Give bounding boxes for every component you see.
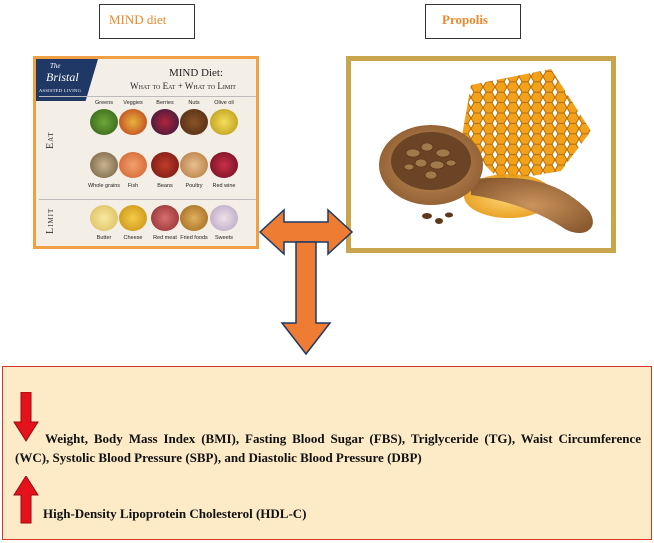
food-image-beans bbox=[151, 152, 179, 178]
down-arrow-icon bbox=[13, 392, 39, 442]
limit-section-label: Limit bbox=[45, 207, 56, 234]
food-label: Nuts bbox=[188, 100, 200, 106]
increased-outcomes-text: High-Density Lipoprotein Cholesterol (HD… bbox=[43, 506, 307, 521]
food-image-veggies bbox=[119, 109, 147, 135]
divider bbox=[39, 199, 256, 200]
food-image-berries bbox=[151, 109, 179, 135]
food-label: Cheese bbox=[123, 235, 143, 241]
food-label: Olive oil bbox=[214, 100, 234, 106]
food-image-olive-oil bbox=[210, 109, 238, 135]
food-label: Veggies bbox=[123, 100, 143, 106]
mind-diet-label: MIND diet bbox=[109, 12, 167, 27]
propolis-label-box: Propolis bbox=[425, 4, 521, 39]
divider bbox=[39, 96, 256, 97]
food-image-sweets bbox=[210, 205, 238, 231]
food-image-fish bbox=[119, 152, 147, 178]
mind-diet-title: MIND Diet: bbox=[168, 67, 224, 79]
down-arrow-connector-icon bbox=[280, 241, 332, 356]
propolis-label: Propolis bbox=[442, 12, 488, 27]
food-label: Red wine bbox=[212, 183, 236, 189]
food-label: Fried foods bbox=[180, 235, 208, 241]
food-image-cheese bbox=[119, 205, 147, 231]
food-label: Poultry bbox=[185, 183, 203, 189]
decreased-outcomes-text: Weight, Body Mass Index (BMI), Fasting B… bbox=[15, 431, 641, 465]
mind-diet-label-box: MIND diet bbox=[99, 4, 195, 39]
food-image-greens bbox=[90, 109, 118, 135]
food-label: Sweets bbox=[214, 235, 234, 241]
food-image-nuts bbox=[180, 109, 208, 135]
food-image-whole-grains bbox=[90, 152, 118, 178]
food-label: Berries bbox=[156, 100, 174, 106]
food-image-red-wine bbox=[210, 152, 238, 178]
outcomes-panel: Weight, Body Mass Index (BMI), Fasting B… bbox=[2, 366, 652, 540]
food-label: Butter bbox=[96, 235, 112, 241]
food-image-red-meat bbox=[151, 205, 179, 231]
food-label: Red meat bbox=[153, 235, 177, 241]
food-label: Whole grains bbox=[87, 183, 121, 189]
propolis-spoon-honeycomb-picture bbox=[379, 69, 593, 233]
eat-section-label: Eat bbox=[45, 131, 56, 149]
mind-diet-infographic: The Bristal ASSISTED LIVING MIND Diet: W… bbox=[33, 56, 259, 249]
bidirectional-horizontal-arrow-icon bbox=[258, 208, 354, 256]
food-label: Greens bbox=[94, 100, 114, 106]
mind-diet-subtitle: What to Eat + What to Limit bbox=[130, 81, 236, 91]
bristal-logo: The Bristal ASSISTED LIVING bbox=[36, 59, 98, 101]
propolis-image bbox=[346, 56, 616, 253]
food-image-fried-foods bbox=[180, 205, 208, 231]
food-image-poultry bbox=[180, 152, 208, 178]
food-label: Fish bbox=[127, 183, 139, 189]
up-arrow-icon bbox=[13, 476, 39, 524]
double-arrow-connector bbox=[258, 208, 354, 356]
food-image-butter bbox=[90, 205, 118, 231]
food-label: Beans bbox=[157, 183, 173, 189]
